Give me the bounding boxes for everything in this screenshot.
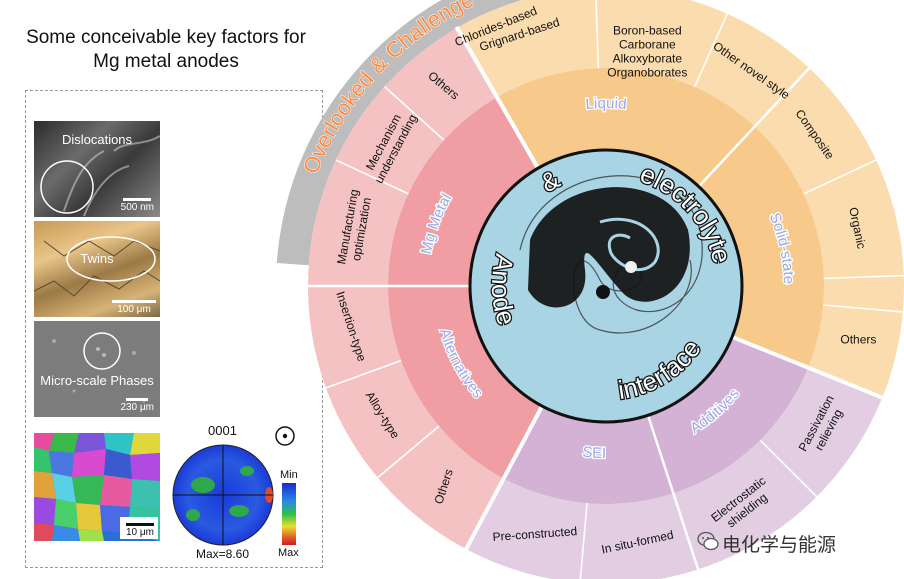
item-divider: [693, 13, 728, 88]
wechat-icon: [697, 531, 719, 551]
twins-grains: [34, 236, 160, 297]
twins-label: Twins: [80, 251, 114, 266]
item-divider: [335, 159, 409, 195]
colorbar-max-label: Max: [278, 547, 299, 559]
viewing-direction-icon: [275, 426, 295, 446]
item-divider: [823, 304, 903, 313]
colorbar: [282, 483, 296, 545]
additives-sei-group-outer: [466, 367, 883, 579]
pole-figure-plane: 0001: [208, 423, 237, 438]
item-divider: [579, 503, 588, 579]
alternatives-mg-group-inner: [388, 97, 543, 479]
item-divider: [377, 425, 440, 479]
phases-label: Micro-scale Phases: [40, 373, 154, 388]
watermark-text: 电化学与能源: [722, 534, 837, 556]
scale-bar-100um: 100 μm: [112, 300, 156, 315]
dislocations-label: Dislocations: [61, 132, 133, 147]
twins-image: Twins 100 μm: [34, 221, 160, 317]
category-sei: SEI: [582, 443, 607, 462]
item-divider: [384, 86, 445, 141]
alternatives-mg-group-outer: [308, 27, 504, 550]
additives-sei-group-inner: [503, 336, 809, 504]
sector-divider: [697, 66, 811, 188]
dislocation-lines: [40, 135, 160, 217]
ebsd-map: 10 μm: [34, 433, 160, 541]
title-line-2: Mg metal anodes: [93, 51, 239, 72]
wheel-dividers: [307, 0, 904, 579]
phase-particles: [52, 332, 146, 403]
pole-figure-max: Max=8.60: [196, 547, 250, 561]
pole-figure: [172, 444, 274, 546]
item-divider: [595, 0, 600, 69]
item-divider: [803, 159, 877, 195]
item-divider: [325, 359, 402, 389]
sector-divider: [646, 414, 700, 571]
item-divider: [759, 439, 818, 498]
dislocations-image: Dislocations 500 nm: [34, 121, 160, 217]
sector-divider: [731, 335, 884, 400]
colorbar-min-label: Min: [280, 469, 298, 481]
yin-yang-sketch: [519, 175, 703, 334]
microstructure-panel: Dislocations 500 nm Twins 100 μm Micro-s…: [25, 90, 323, 568]
scale-bar-230um: 230 μm: [120, 398, 154, 413]
item-pre-constructed: Pre-constructed: [492, 524, 577, 544]
item-others-solid: Others: [840, 333, 876, 347]
title-line-1: Some conceivable key factors for: [26, 27, 306, 48]
sector-divider: [454, 26, 540, 170]
sector-divider: [463, 405, 544, 551]
scale-bar-10um: 10 μm: [126, 523, 154, 538]
figure-title: Some conceivable key factors for Mg meta…: [10, 26, 322, 74]
liquid-solid-group-outer: [457, 0, 904, 398]
overlooked-sector: [276, 0, 523, 266]
scale-bar-500nm: 500 nm: [121, 198, 154, 213]
item-divider: [823, 274, 904, 280]
phases-image: Micro-scale Phases 230 μm: [34, 321, 160, 417]
